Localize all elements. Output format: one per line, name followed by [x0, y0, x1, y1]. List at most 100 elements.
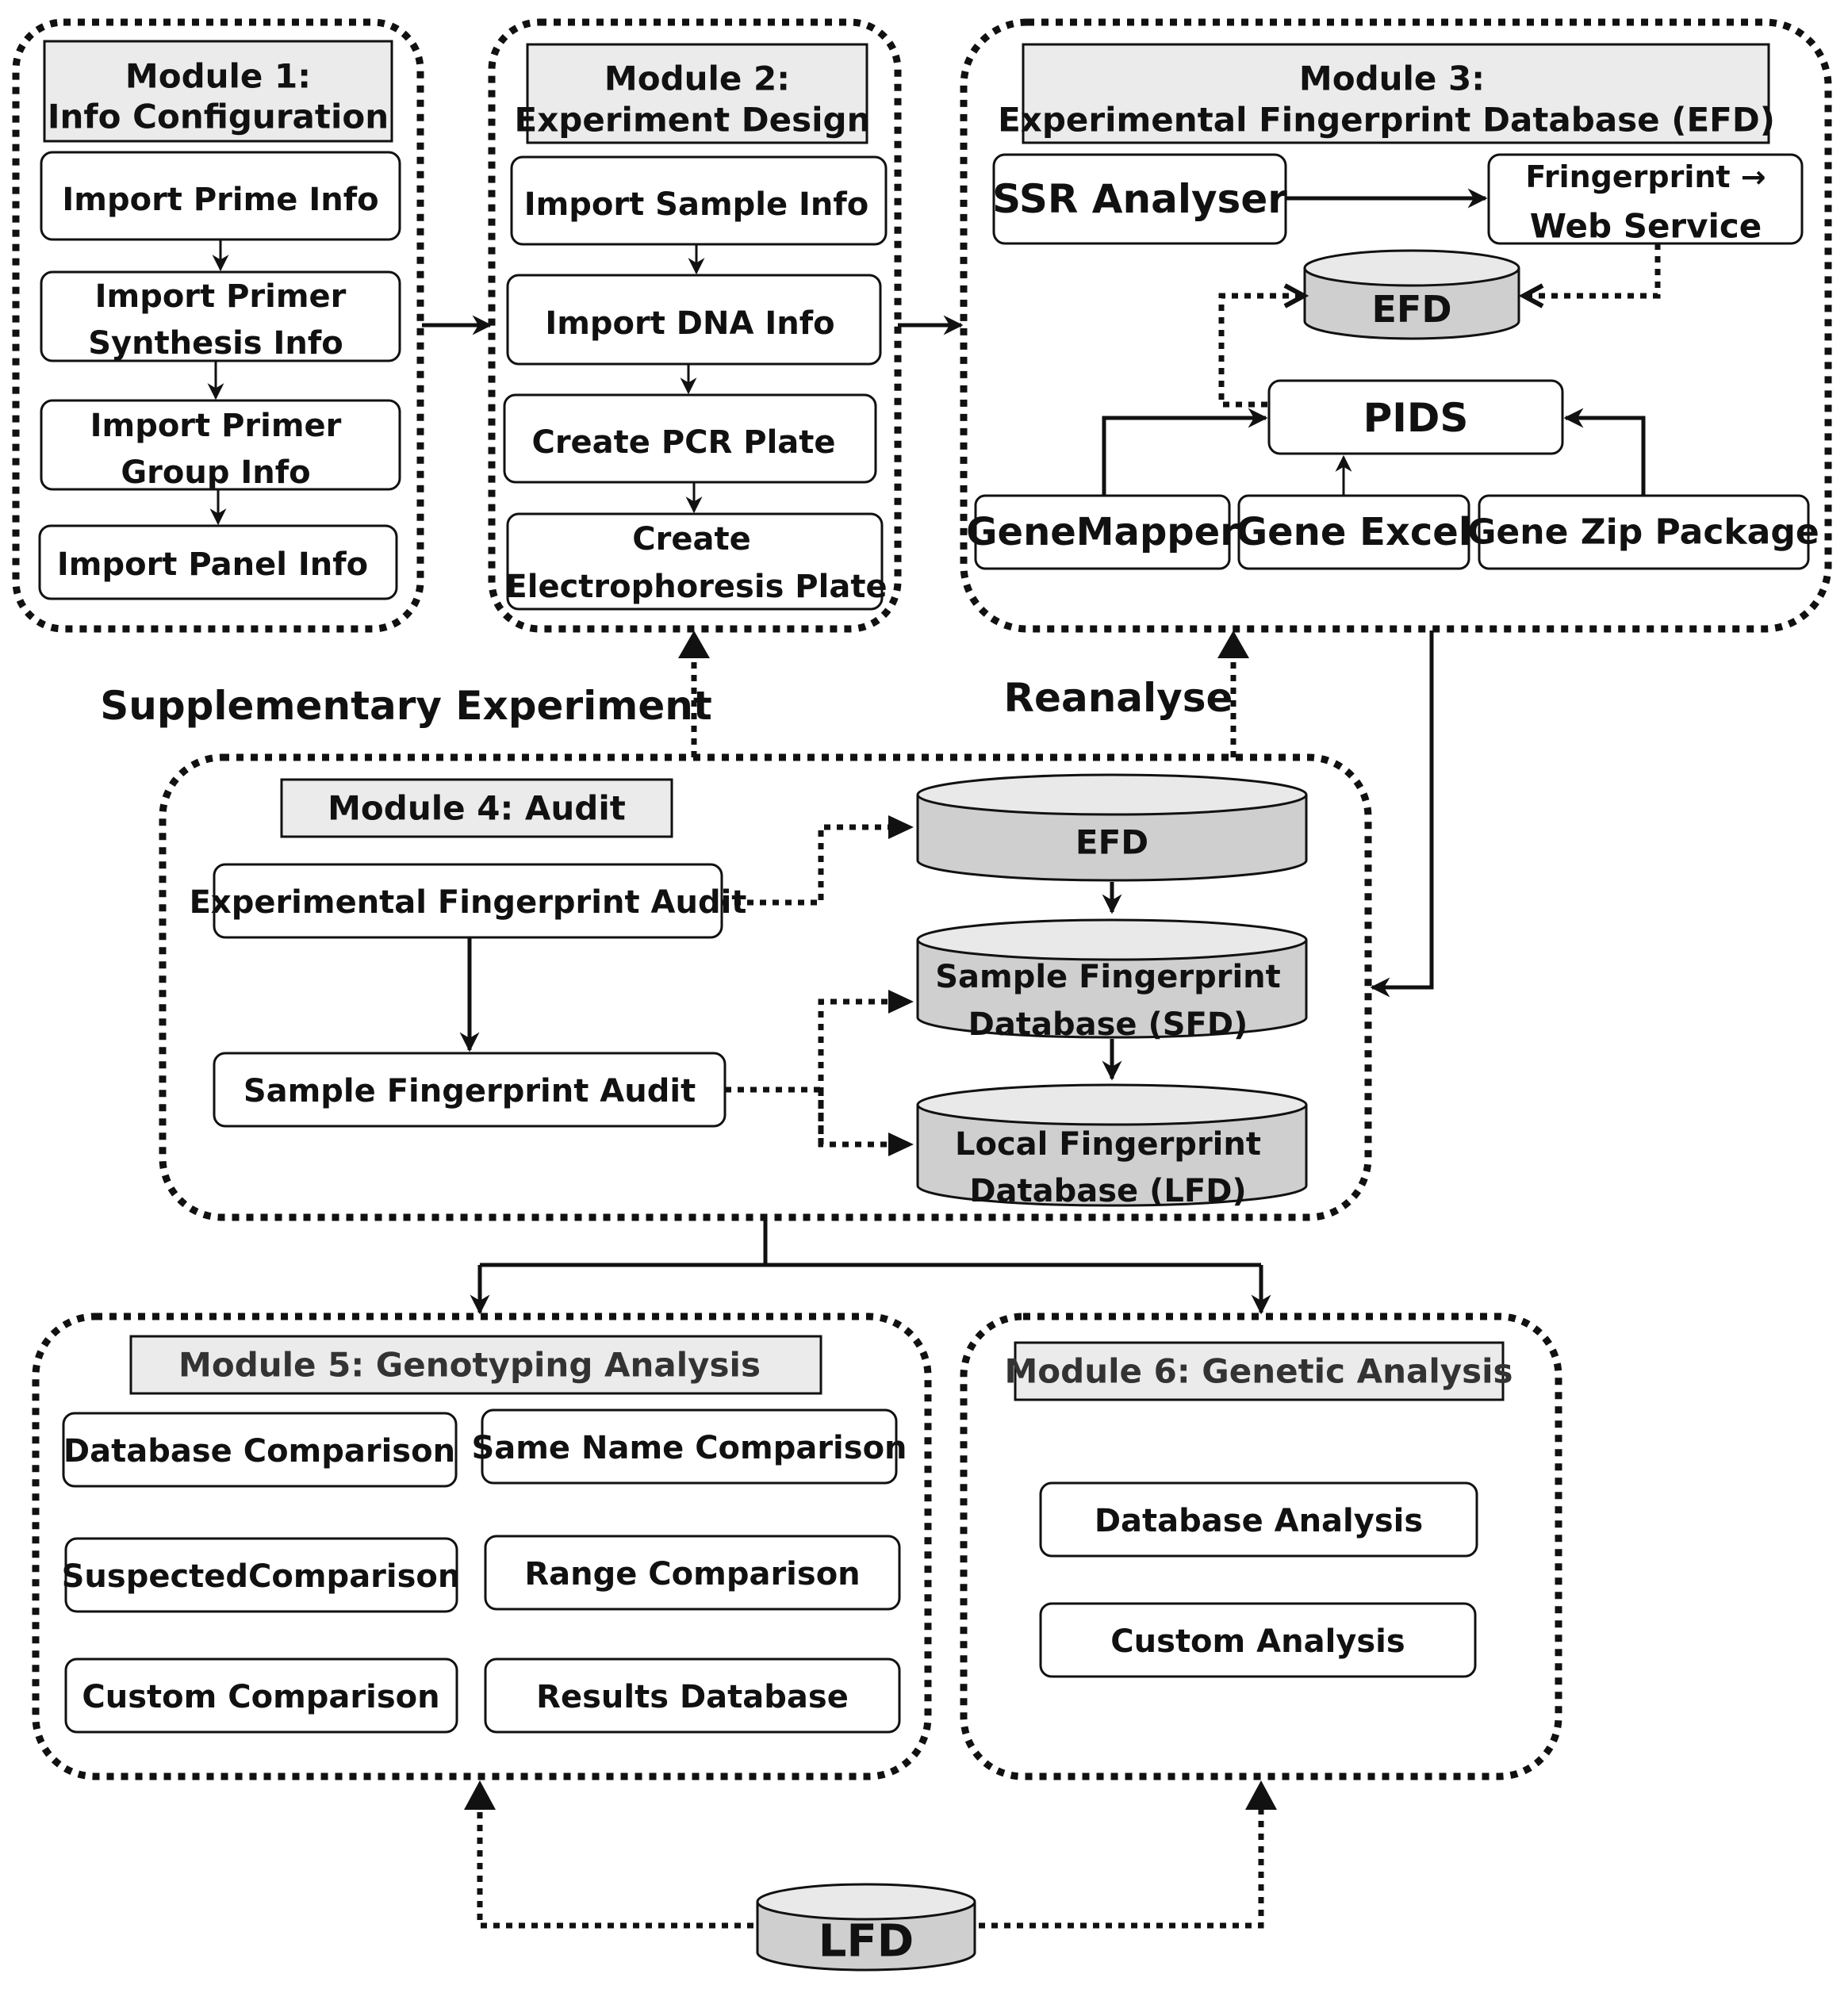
- module-6-header: [1014, 1341, 1505, 1401]
- arrowhead-reanalyse: [1217, 630, 1249, 658]
- module-1-title-line2: Info Configuration: [48, 98, 389, 136]
- results-database-box[interactable]: [484, 1658, 901, 1734]
- module-1-title-line1: Module 1:: [125, 57, 311, 96]
- range-comparison-label: Range Comparison: [524, 1556, 860, 1592]
- module-2: Module 2: Experiment Design Import Sampl…: [488, 18, 902, 633]
- arrowhead-sample-audit-to-lfd: [888, 1132, 914, 1156]
- same-name-comparison-box[interactable]: [481, 1408, 898, 1485]
- audit-efd-database-icon: EFD: [916, 773, 1308, 882]
- web-service-box[interactable]: [1487, 153, 1804, 245]
- import-dna-info-box[interactable]: [506, 274, 882, 366]
- create-pcr-plate-label: Create PCR Plate: [531, 424, 835, 461]
- web-service-label-line2: Web Service: [1530, 207, 1762, 246]
- create-electrophoresis-plate-label-line1: Create: [632, 521, 750, 558]
- module-4-title: Module 4: Audit: [328, 789, 626, 828]
- arrowhead-sample-audit-to-sfd: [888, 990, 914, 1014]
- gene-zip-package-label: Gene Zip Package: [1467, 512, 1819, 553]
- module-5: Module 5: Genotyping Analysis Database C…: [32, 1313, 932, 1780]
- custom-comparison-label: Custom Comparison: [82, 1679, 439, 1715]
- import-primer-synthesis-info-label-line1: Import Primer: [95, 278, 347, 315]
- lfd-database-icon: Local Fingerprint Database (LFD): [916, 1083, 1308, 1209]
- lfd-label-line2: Database (LFD): [969, 1173, 1246, 1209]
- create-electrophoresis-plate-box[interactable]: [506, 512, 884, 611]
- custom-analysis-box[interactable]: [1039, 1602, 1477, 1678]
- import-dna-info-label: Import DNA Info: [545, 305, 834, 342]
- custom-analysis-label: Custom Analysis: [1110, 1623, 1405, 1660]
- genemapper-label: GeneMapper: [966, 510, 1239, 554]
- module-2-title-line2: Experiment Design: [515, 101, 871, 140]
- experimental-fingerprint-audit-label: Experimental Fingerprint Audit: [190, 884, 747, 921]
- create-pcr-plate-box[interactable]: [503, 393, 877, 484]
- arrow-module3-to-sfd: [1370, 630, 1434, 998]
- database-analysis-label: Database Analysis: [1095, 1503, 1423, 1539]
- import-panel-info-box[interactable]: [38, 524, 398, 600]
- module-5-title: Module 5: Genotyping Analysis: [178, 1346, 761, 1385]
- arrow-lfd-to-module5: [477, 1807, 753, 1929]
- bottom-lfd-database-icon: LFD: [756, 1883, 976, 1972]
- import-panel-info-label: Import Panel Info: [57, 546, 368, 583]
- import-primer-group-info-label-line2: Group Info: [121, 454, 310, 491]
- import-sample-info-label: Import Sample Info: [524, 186, 869, 223]
- module-2-title-line1: Module 2:: [604, 59, 790, 98]
- arrowhead-lfd-to-module5: [464, 1780, 496, 1810]
- custom-comparison-box[interactable]: [64, 1658, 458, 1734]
- arrow-sample-audit-to-lfd: [818, 1090, 888, 1148]
- module-3-title-line2: Experimental Fingerprint Database (EFD): [998, 101, 1775, 140]
- database-comparison-box[interactable]: [62, 1412, 458, 1488]
- arrow-webservice-to-efd: [1527, 243, 1661, 299]
- arrowhead-webservice-to-efd: [1518, 283, 1544, 309]
- range-comparison-box[interactable]: [484, 1535, 901, 1611]
- efd-label: EFD: [1371, 288, 1451, 331]
- supplementary-experiment-label: Supplementary Experiment: [100, 683, 712, 729]
- import-primer-synthesis-info-label-line2: Synthesis Info: [88, 325, 343, 362]
- module-3-title-line1: Module 3:: [1299, 59, 1485, 98]
- suspected-comparison-label: SuspectedComparison: [62, 1558, 461, 1595]
- module-4-frame: [159, 753, 1372, 1221]
- lfd-label-line1: Local Fingerprint: [955, 1126, 1261, 1163]
- module-6-frame: [960, 1313, 1562, 1780]
- arrow-exp-audit-to-efd: [722, 824, 888, 906]
- module-4-header: [280, 778, 673, 838]
- module-1: Module 1: Info Configuration Import Prim…: [12, 18, 424, 633]
- module-3-header: [1022, 43, 1770, 144]
- sfd-label-line2: Database (SFD): [968, 1006, 1248, 1043]
- module-3: Module 3: Experimental Fingerprint Datab…: [960, 18, 1832, 633]
- gene-excel-label: Gene Excel: [1236, 510, 1472, 554]
- bottom-lfd-label: LFD: [819, 1916, 914, 1968]
- import-primer-group-info-label-line1: Import Primer: [90, 408, 342, 444]
- pids-label: PIDS: [1363, 395, 1469, 441]
- arrowhead-supplementary-experiment: [678, 630, 710, 658]
- suspected-comparison-box[interactable]: [64, 1537, 458, 1613]
- sample-fingerprint-audit-label: Sample Fingerprint Audit: [243, 1073, 696, 1109]
- import-primer-synthesis-info-box[interactable]: [40, 270, 401, 362]
- same-name-comparison-label: Same Name Comparison: [471, 1430, 907, 1466]
- arrow-genemapper-to-pids: [1102, 408, 1268, 496]
- module-6: Module 6: Genetic Analysis Database Anal…: [960, 1313, 1562, 1780]
- arrow-sample-audit-to-sfd: [818, 998, 888, 1144]
- audit-efd-label: EFD: [1075, 823, 1148, 862]
- efd-database-icon: EFD: [1303, 249, 1520, 340]
- module-5-frame: [32, 1313, 932, 1780]
- create-electrophoresis-plate-label-line2: Electrophoresis Plate: [505, 569, 887, 605]
- module-2-header: [526, 43, 868, 144]
- reanalyse-label: Reanalyse: [1004, 675, 1233, 721]
- ssr-analyser-label: SSR Analyser: [992, 176, 1287, 222]
- module-3-frame: [960, 18, 1832, 633]
- module-5-header: [129, 1335, 822, 1395]
- arrow-genezip-to-pids: [1563, 408, 1646, 496]
- import-sample-info-box[interactable]: [510, 155, 888, 246]
- arrowhead-lfd-to-module6: [1245, 1780, 1277, 1810]
- arrowhead-pids-to-efd: [1283, 283, 1309, 309]
- module-1-header: [43, 40, 393, 143]
- arrowhead-exp-audit-to-efd: [888, 815, 914, 839]
- gene-excel-box[interactable]: [1237, 494, 1470, 570]
- sfd-database-icon: Sample Fingerprint Database (SFD): [916, 918, 1308, 1043]
- database-analysis-box[interactable]: [1039, 1481, 1478, 1558]
- arrow-pids-to-efd: [1218, 293, 1301, 408]
- import-primer-group-info-box[interactable]: [40, 399, 401, 491]
- pids-box[interactable]: [1267, 379, 1564, 455]
- import-prime-info-label: Import Prime Info: [62, 182, 378, 218]
- sfd-label-line1: Sample Fingerprint: [935, 959, 1281, 995]
- database-comparison-label: Database Comparison: [63, 1433, 455, 1470]
